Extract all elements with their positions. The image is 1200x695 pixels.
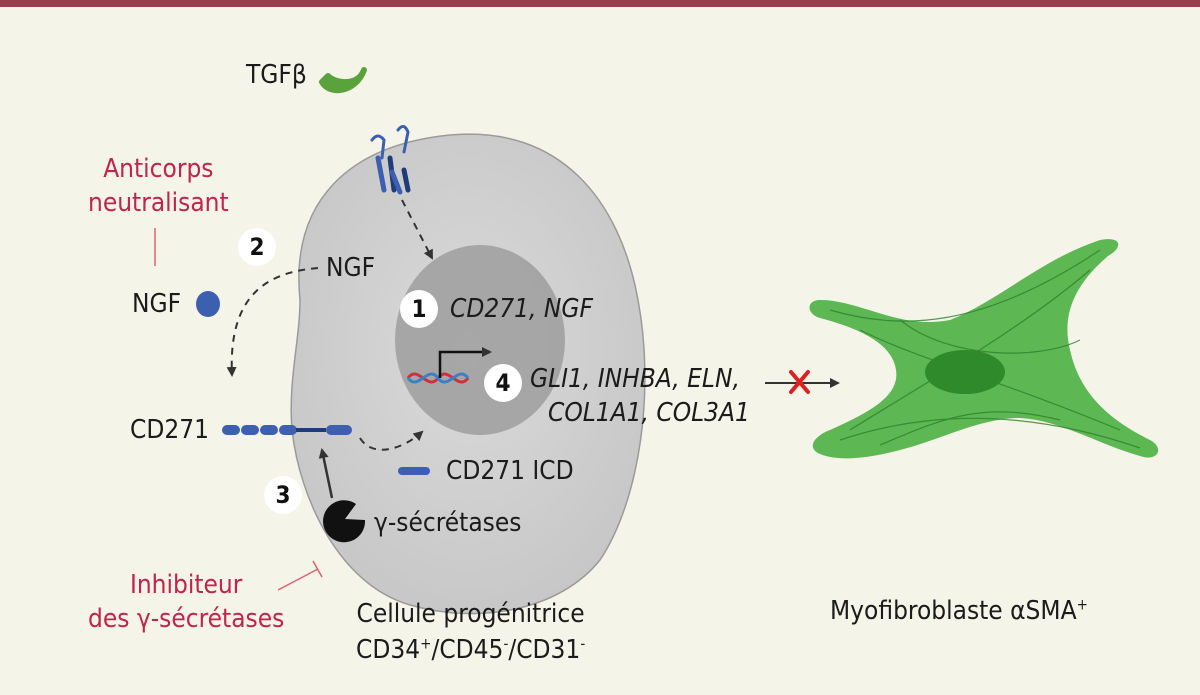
neutralizing-antibody-label: Anticorps neutralisant — [88, 154, 229, 218]
myofibroblast-cell — [809, 239, 1159, 459]
step-1-badge: 1 — [400, 290, 438, 328]
cd271-label: CD271 — [130, 415, 209, 445]
genes-step4-line1: GLI1, INHBA, ELN, — [530, 364, 740, 394]
tgfb-receptor — [370, 125, 411, 195]
cd271-icd-arrow — [359, 430, 424, 451]
step-2-badge: 2 — [238, 228, 276, 266]
top-accent-bar — [0, 0, 1200, 7]
ngf-molecule — [196, 291, 220, 317]
tgfb-molecule — [319, 67, 367, 94]
cd271-icd — [398, 467, 430, 475]
dna-icon — [406, 372, 470, 384]
tgfb-label: TGFβ — [246, 60, 307, 90]
myofibroblast-label: Myofibroblaste αSMA+ — [830, 595, 1088, 626]
cd271-receptor — [222, 425, 352, 435]
genes-step1-label: CD271, NGF — [450, 294, 593, 324]
inhibitor-label: Inhibiteur des γ-sécrétases — [88, 570, 285, 634]
step-4-badge: 4 — [484, 364, 522, 402]
ngf-cell-label: NGF — [326, 253, 376, 283]
transcription-arrow — [438, 347, 492, 378]
progenitor-cell-label: Cellule progénitrice CD34+/CD45-/CD31- — [356, 596, 585, 668]
secretase-cleavage-arrow — [318, 448, 334, 499]
progenitor-cell-title: Cellule progénitrice — [356, 599, 585, 629]
gamma-secretase-icon — [323, 500, 366, 543]
nucleus — [395, 245, 565, 435]
block-cross-icon — [789, 370, 810, 394]
ngf-secretion-arrow — [226, 267, 319, 377]
diagram-canvas — [154, 67, 1159, 615]
progenitor-markers: CD34+/CD45-/CD31- — [356, 634, 586, 665]
step-3-badge: 3 — [264, 476, 302, 514]
ngf-left-label: NGF — [132, 289, 182, 319]
cd271-icd-label: CD271 ICD — [446, 456, 574, 486]
inhibitor-line — [277, 560, 323, 591]
gamma-secretases-label: γ-sécrétases — [374, 508, 522, 538]
tgfb-signal-arrow — [401, 199, 433, 260]
genes-step4-line2: COL1A1, COL3A1 — [548, 398, 750, 428]
